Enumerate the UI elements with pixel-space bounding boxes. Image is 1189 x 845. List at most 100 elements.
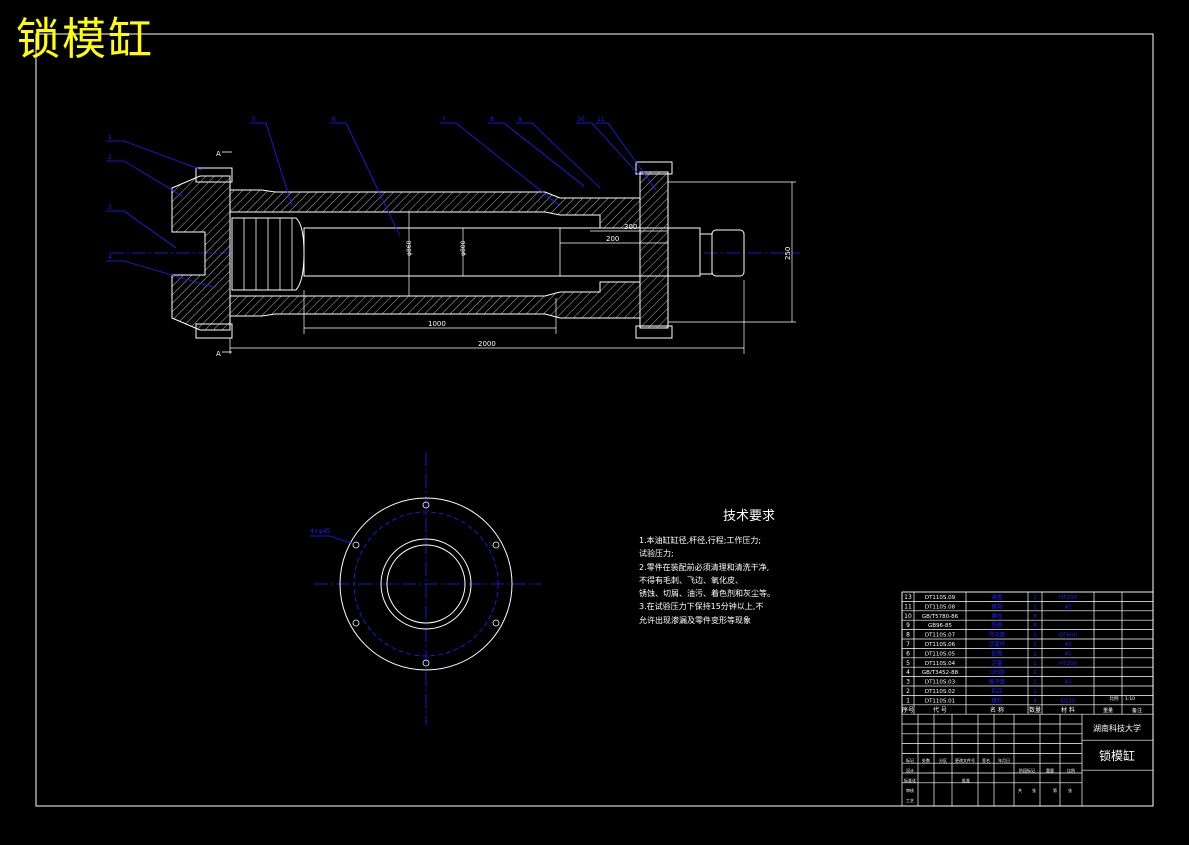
tech-line-4: 不得有毛刺、飞边、氧化皮、 [639, 575, 743, 585]
cylinder-bottom [171, 175, 231, 331]
bom-row-number: 2 [906, 688, 910, 695]
bolt-bottom-left [195, 323, 233, 339]
bom-row-qty: 2 [1033, 670, 1037, 676]
bolt-top-left [195, 167, 233, 183]
title-block-label: 分区 [939, 757, 947, 763]
bom-row-material: 45 [1065, 604, 1072, 610]
bom-row-qty: 8 [1033, 623, 1037, 629]
section-mark-bottom: A [216, 350, 221, 358]
bom-row-number: 10 [904, 613, 912, 620]
bom-header-number: 序号 [902, 706, 914, 714]
technical-requirements-heading: 技术要求 [722, 509, 775, 524]
university-name: 湖南科技大学 [1093, 723, 1141, 733]
tech-line-7: 允许出现渗漏及零件变形等现象 [639, 615, 751, 625]
bom-row-number: 11 [904, 603, 912, 610]
bom-row-name: 活塞杆 [989, 640, 1006, 648]
bom-row-code: DT110S.07 [925, 633, 956, 639]
bolt-bottom-right [635, 325, 673, 339]
bom-row-name: 缸筒 [991, 649, 1003, 657]
bom-row-qty: 1 [1033, 595, 1037, 601]
bom-row-number: 13 [904, 594, 912, 601]
balloon-9: 9 [518, 116, 522, 123]
cylinder-section-view: 1000 2000 200 300 250 φ860 φ800 A A 1 2 [106, 116, 800, 358]
inner-frame [35, 33, 1154, 807]
bom-header-code: 代 号 [933, 706, 947, 714]
title-block-label: 阶段标记 [1019, 767, 1035, 773]
dimension-lines [229, 181, 796, 354]
bom-row-code: DT110S.08 [925, 604, 956, 610]
bom-row-code: GB/T5780-86 [922, 614, 959, 620]
tech-line-1: 1.本油缸缸径,杆径,行程;工作压力; [639, 536, 762, 545]
title-block-label: 共 [1018, 787, 1022, 793]
bom-row-qty: 1 [1033, 633, 1037, 639]
bom-row-qty: 1 [1033, 661, 1037, 667]
bom-header-name: 名 称 [990, 706, 1004, 714]
tech-line-6: 3.在试验压力下保持15分钟以上,不 [639, 602, 764, 612]
balloon-11: 11 [597, 116, 605, 123]
piston [231, 217, 305, 291]
rod-end-nut [711, 229, 745, 277]
bom-row-name: 螺钉 [991, 696, 1003, 704]
bom-row-number: 1 [906, 697, 910, 704]
title-block-label: 审核 [906, 787, 914, 793]
scale-value: 1:10 [1125, 696, 1135, 702]
bom-row-code: GB96-85 [928, 623, 953, 629]
title-block-label: 张 [1068, 787, 1072, 793]
title-block-label: 年月日 [998, 757, 1010, 763]
bom-row-qty: 1 [1033, 689, 1037, 695]
tech-line-5: 锈蚀、切屑、油污、着色剂和灰尘等。 [639, 589, 775, 599]
dim-300: 300 [624, 223, 637, 231]
bom-row-material: 45 [1065, 642, 1072, 648]
bom-row-code: DT110S.05 [925, 651, 956, 657]
bom-row-code: DT110S.06 [925, 642, 956, 648]
bom-row-number: 9 [906, 622, 910, 629]
bom-row-number: 6 [906, 650, 910, 657]
balloon-8: 8 [490, 116, 494, 123]
bom-row-qty: 1 [1033, 651, 1037, 657]
bom-row-number: 4 [906, 669, 910, 676]
balloon-labels: 1 2 3 4 5 6 7 8 9 10 11 [108, 116, 605, 261]
section-mark-top: A [216, 150, 221, 158]
bom-row-qty: 1 [1033, 680, 1037, 686]
bom-row-code: DT110S.02 [925, 689, 955, 695]
bom-header-qty: 数量 [1029, 706, 1041, 714]
bom-row-number: 5 [906, 660, 910, 667]
bom-row-qty: 1 [1033, 604, 1037, 610]
bom-row-code: DT110S.03 [925, 680, 956, 686]
balloon-2: 2 [108, 154, 112, 161]
dim-2000: 2000 [478, 340, 496, 348]
bom-row-material: QT600 [1059, 633, 1078, 639]
bom-row-code: DT110S.09 [925, 595, 956, 601]
bolt-top-right [635, 161, 673, 175]
rod-end-neck [699, 233, 713, 275]
dim-diameter-860: φ860 [406, 240, 413, 256]
balloon-7: 7 [442, 116, 446, 123]
scale-label: 比例 [1110, 695, 1119, 702]
bom-header-material: 材 料 [1061, 706, 1075, 714]
bom-row-name: O形圈 [989, 668, 1005, 676]
balloon-5: 5 [252, 116, 256, 123]
bom-row-number: 7 [906, 641, 910, 648]
bom-row-name: 缸底 [991, 687, 1003, 695]
title-block-label: 第 [1053, 787, 1057, 793]
bom-row-name: 活塞 [991, 659, 1003, 667]
bom-row-material: 45 [1065, 680, 1072, 686]
bom-row-number: 8 [906, 632, 910, 639]
bom-row-number: 3 [906, 679, 910, 686]
title-block-label: 重量 [1046, 767, 1054, 773]
bom-row-qty: 4 [1033, 698, 1037, 704]
balloon-10: 10 [577, 116, 585, 123]
bom-row-name: 螺栓 [991, 612, 1003, 620]
bom-row-name: 螺母 [991, 602, 1003, 610]
dim-diameter-800: φ800 [460, 240, 467, 256]
balloon-6: 6 [332, 116, 336, 123]
bom-row-name: 垫圈 [991, 621, 1003, 629]
title-block-label: 工艺 [906, 798, 914, 803]
dim-1000: 1000 [428, 320, 446, 328]
dim-200: 200 [606, 235, 619, 243]
balloon-3: 3 [108, 204, 112, 211]
bom-row-code: GB/T3452-88 [922, 670, 959, 676]
bom-row-material: HT200 [1059, 661, 1077, 667]
